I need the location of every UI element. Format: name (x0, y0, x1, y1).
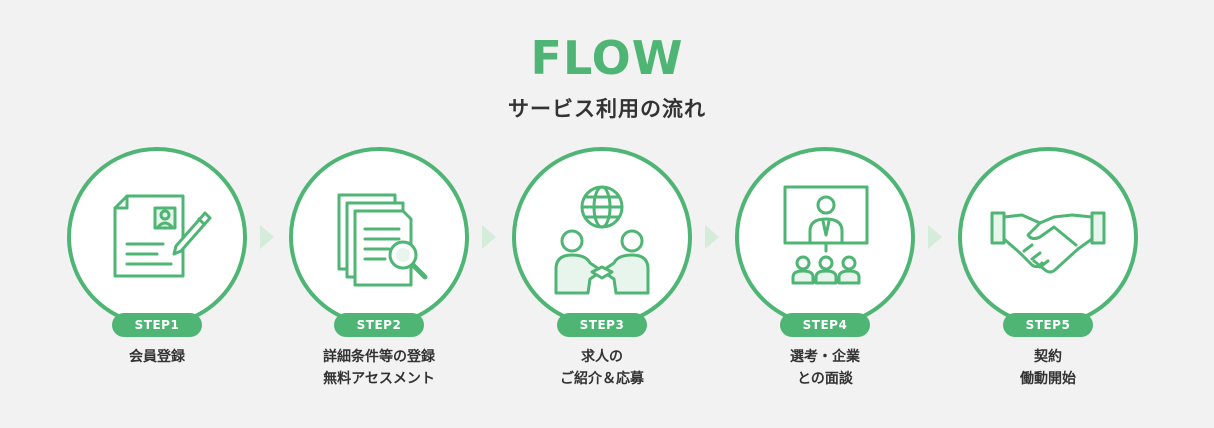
step-5-label-line2: 働動開始 (1020, 371, 1076, 387)
step-3-circle (512, 147, 692, 327)
step-3-label: 求人の ご紹介＆応募 (507, 346, 697, 390)
step-1-badge: STEP1 (112, 313, 202, 337)
step-1-circle (67, 147, 247, 327)
flow-title: FLOW (530, 31, 684, 85)
step-3: STEP3 求人の ご紹介＆応募 (507, 142, 697, 392)
step-4-label-line2: との面談 (797, 371, 853, 387)
step-5-label-line1: 契約 (1034, 349, 1062, 365)
step-2-label-line1: 詳細条件等の登録 (323, 349, 435, 365)
step-2-label: 詳細条件等の登録 無料アセスメント (284, 346, 474, 390)
arrow-4-5 (928, 225, 942, 249)
flow-subtitle: サービス利用の流れ (508, 97, 706, 121)
step-1-label-line1: 会員登録 (129, 349, 185, 365)
step-3-label-line1: 求人の (581, 349, 623, 365)
step-4-label-line1: 選考・企業 (790, 349, 860, 365)
globe-handshake-people-icon (554, 185, 650, 295)
step-5: STEP5 契約 働動開始 (953, 142, 1143, 392)
step-5-circle (958, 147, 1138, 327)
step-2: STEP2 詳細条件等の登録 無料アセスメント (284, 142, 474, 392)
step-3-label-line2: ご紹介＆応募 (560, 371, 644, 387)
step-5-badge: STEP5 (1003, 313, 1093, 337)
step-1-label: 会員登録 (62, 346, 252, 368)
step-4-badge: STEP4 (780, 313, 870, 337)
arrow-3-4 (705, 225, 719, 249)
arrow-2-3 (482, 225, 496, 249)
video-interview-icon (783, 185, 869, 285)
step-4: STEP4 選考・企業 との面談 (730, 142, 920, 392)
step-4-circle (735, 147, 915, 327)
step-3-badge: STEP3 (557, 313, 647, 337)
step-5-label: 契約 働動開始 (953, 346, 1143, 390)
step-2-badge: STEP2 (334, 313, 424, 337)
step-1: STEP1 会員登録 (62, 142, 252, 392)
documents-magnifier-icon (337, 193, 428, 287)
step-4-label: 選考・企業 との面談 (730, 346, 920, 390)
handshake-icon (990, 211, 1106, 274)
step-2-circle (289, 147, 469, 327)
resume-pen-icon (113, 194, 212, 278)
step-2-label-line2: 無料アセスメント (323, 371, 435, 387)
arrow-1-2 (260, 225, 274, 249)
